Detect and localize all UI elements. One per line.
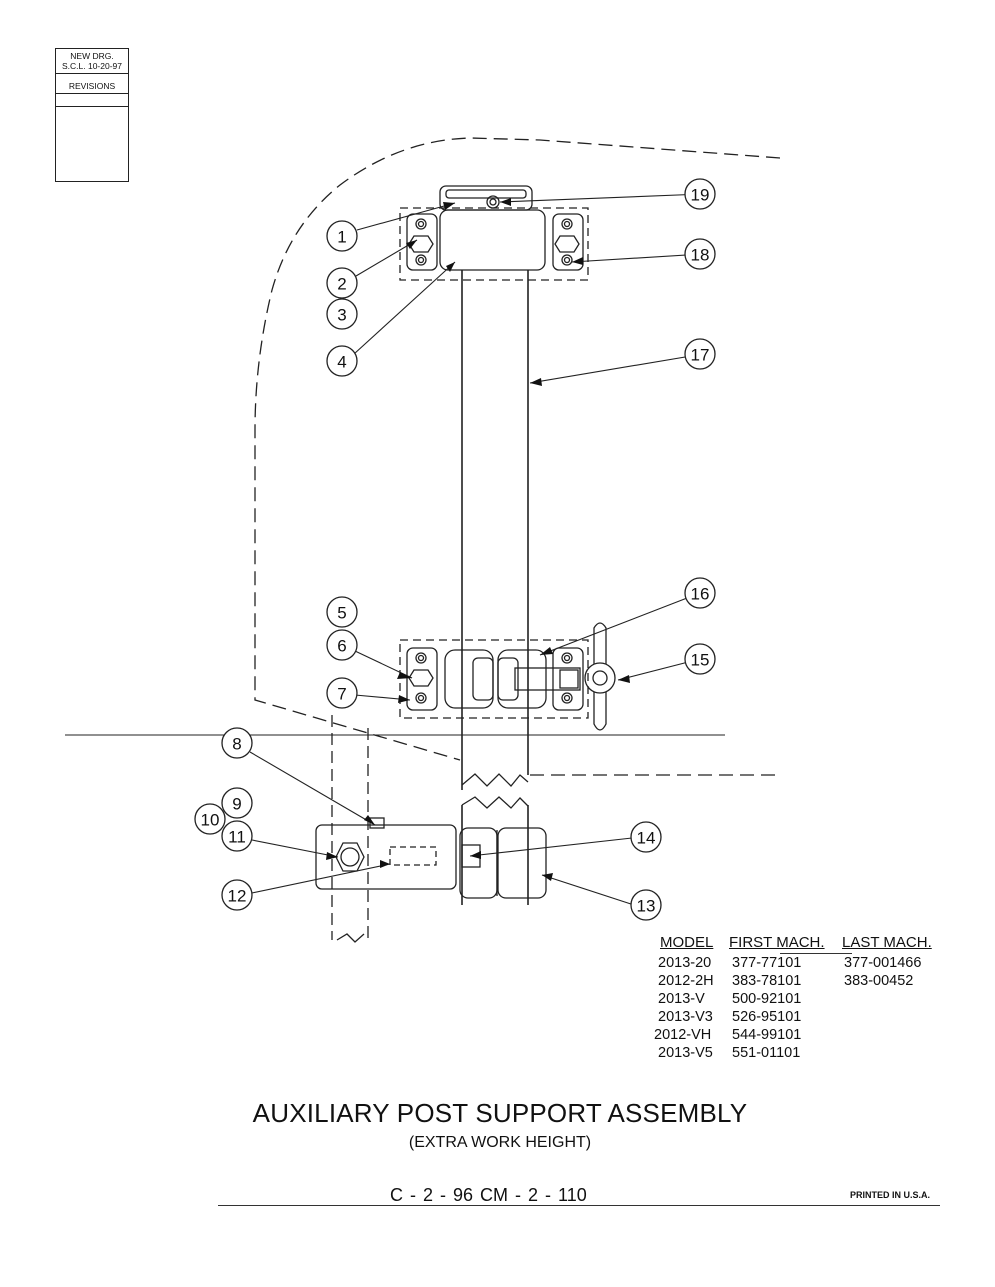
printed-in-usa: PRINTED IN U.S.A.: [850, 1190, 931, 1200]
callout-label-16: 16: [691, 585, 710, 604]
callout-label-15: 15: [691, 651, 710, 670]
callout-8: [221, 727, 253, 759]
row-model: 2013-20: [658, 955, 712, 971]
row-last: 377-001466: [844, 955, 922, 971]
callout-label-19: 19: [691, 186, 710, 205]
callout-4: [326, 345, 358, 377]
callout-label-4: 4: [337, 353, 346, 372]
drawing-subtitle: (EXTRA WORK HEIGHT): [408, 1134, 592, 1151]
revisions-label: REVISIONS: [68, 81, 116, 91]
callout-label-8: 8: [232, 735, 241, 754]
header-first-mach: FIRST MACH.: [729, 934, 825, 951]
callout-label-18: 18: [691, 246, 710, 265]
callout-label-17: 17: [691, 346, 710, 365]
callout-19: [684, 178, 716, 210]
footer-rule: [218, 1205, 940, 1206]
revision-new-drg: NEW DRG.: [70, 51, 114, 61]
callout-6: [326, 629, 358, 661]
callout-label-1: 1: [337, 228, 346, 247]
row-first: 377-77101: [732, 955, 802, 971]
callout-12: [221, 879, 253, 911]
row-model: 2013-V5: [658, 1045, 713, 1061]
callout-label-12: 12: [228, 887, 247, 906]
callout-7: [326, 677, 358, 709]
drawing-numbers: C - 2 - 96 CM - 2 - 110: [390, 1185, 587, 1205]
callout-label-14: 14: [637, 829, 656, 848]
callout-label-3: 3: [337, 306, 346, 325]
header-model: MODEL: [660, 934, 714, 951]
revision-date: S.C.L. 10-20-97: [61, 61, 122, 71]
callout-16: [684, 577, 716, 609]
callout-18: [684, 238, 716, 270]
revision-block: NEW DRG. S.C.L. 10-20-97 REVISIONS: [55, 48, 129, 182]
callout-1: [326, 220, 358, 252]
row-first: 544-99101: [732, 1027, 802, 1043]
row-last: 383-00452: [844, 973, 914, 989]
callout-11: [221, 820, 253, 852]
callout-label-2: 2: [337, 275, 346, 294]
callout-9: [221, 787, 253, 819]
callout-10: [194, 803, 226, 835]
callout-label-11: 11: [228, 828, 246, 847]
callout-14: [630, 821, 662, 853]
callout-label-10: 10: [201, 811, 220, 830]
row-first: 500-92101: [732, 991, 802, 1007]
row-first: 526-95101: [732, 1009, 802, 1025]
row-model: 2012-VH: [654, 1027, 712, 1043]
row-model: 2012-2H: [658, 973, 714, 989]
row-model: 2013-V: [658, 991, 705, 1007]
callout-3: [326, 298, 358, 330]
header-last-mach: LAST MACH.: [842, 934, 932, 951]
callout-13: [630, 889, 662, 921]
row-model: 2013-V3: [658, 1009, 713, 1025]
row-first: 551-01101: [732, 1045, 801, 1061]
callout-15: [684, 643, 716, 675]
machine-outline: [254, 137, 781, 761]
callout-label-7: 7: [337, 685, 346, 704]
drawing-title: AUXILIARY POST SUPPORT ASSEMBLY: [252, 1098, 748, 1128]
callout-5: [326, 596, 358, 628]
callout-label-5: 5: [337, 604, 346, 623]
callout-2: [326, 267, 358, 299]
row-first: 383-78101: [732, 973, 802, 989]
callout-label-13: 13: [637, 897, 656, 916]
callout-label-9: 9: [232, 795, 241, 814]
callout-17: [684, 338, 716, 370]
callout-label-6: 6: [337, 637, 346, 656]
